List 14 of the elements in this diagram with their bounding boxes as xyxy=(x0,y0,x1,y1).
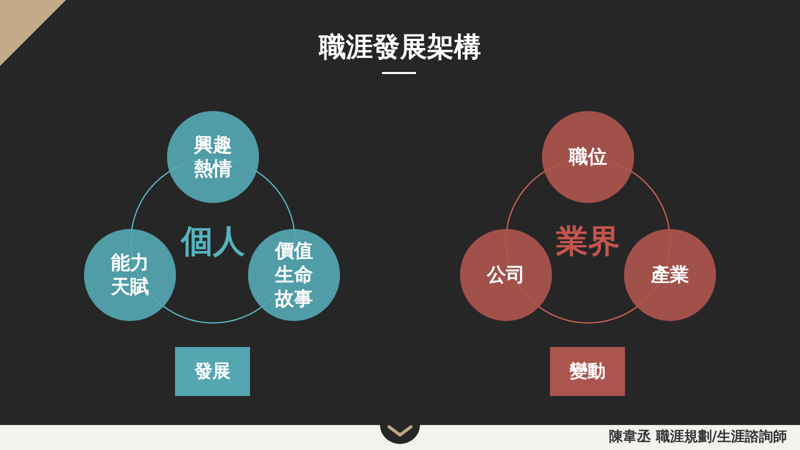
slide-title: 職涯發展架構 xyxy=(319,31,481,65)
topic-label: 能力天賦 xyxy=(110,251,150,299)
topic-label: 職位 xyxy=(568,145,608,169)
center-heading: 業界 xyxy=(556,222,620,260)
topic-label: 公司 xyxy=(486,263,526,287)
summary-label: 變動 xyxy=(570,360,606,384)
author-credit: 陳韋丞 職涯規劃/生涯諮詢師 xyxy=(609,428,787,446)
summary-panel xyxy=(175,347,250,396)
topic-label: 價值生命故事 xyxy=(274,239,314,311)
summary-label: 發展 xyxy=(194,360,230,384)
topic-label: 產業 xyxy=(650,263,690,287)
center-heading: 個人 xyxy=(181,222,245,260)
summary-panel xyxy=(550,347,625,396)
topic-label: 興趣熱情 xyxy=(192,133,233,181)
